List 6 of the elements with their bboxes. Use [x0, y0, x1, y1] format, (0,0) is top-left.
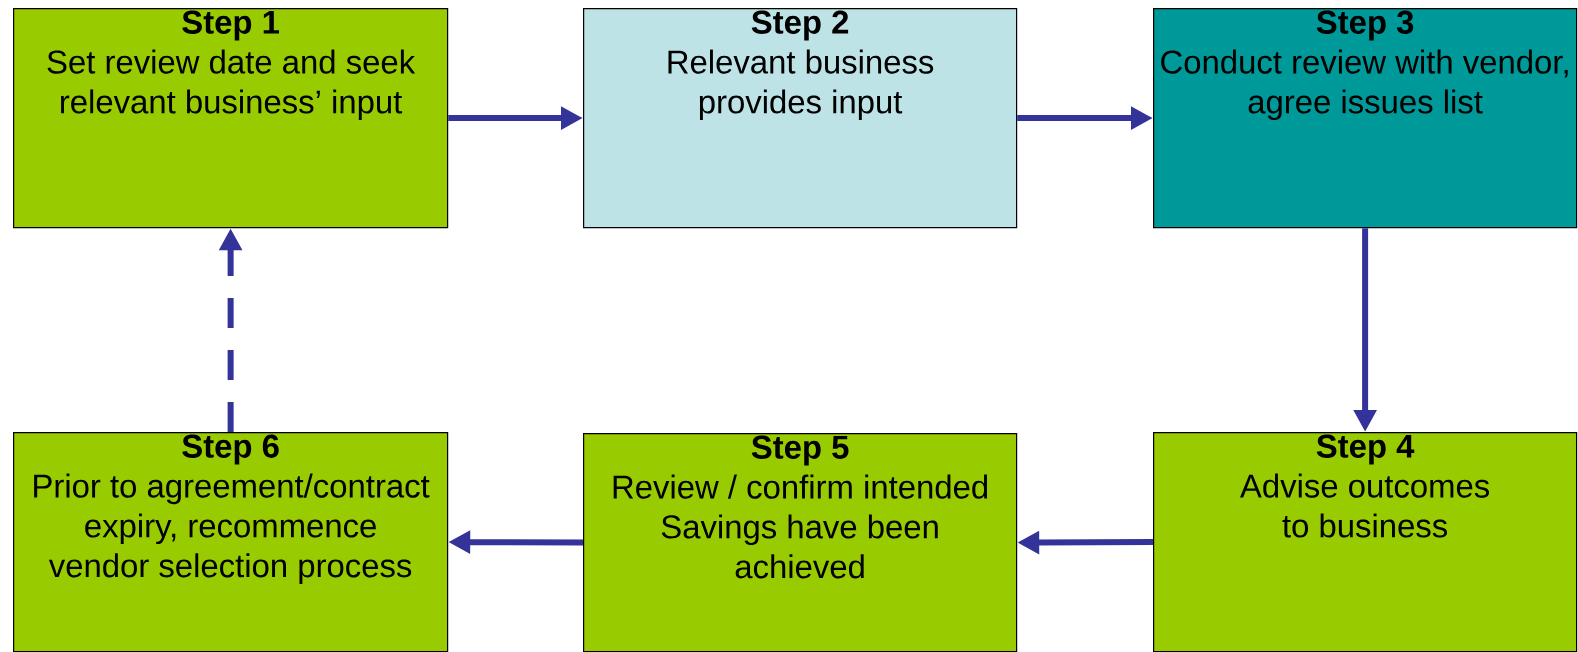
process-box: Step 2 Relevant business provides input — [583, 8, 1018, 229]
process-box: Step 4 Advise outcomes to business — [1153, 432, 1578, 652]
process-box: Step 3 Conduct review with vendor, agree issues list — [1153, 8, 1578, 229]
process-box: Step 1 Set review date and seek relevant business’ input — [13, 8, 449, 229]
process-box: Step 5 Review / confirm intended Savings have been achieved — [583, 433, 1018, 652]
process-box: Step 6 Prior to agreement/contract expiry, recommence vendor selection process — [13, 432, 449, 652]
